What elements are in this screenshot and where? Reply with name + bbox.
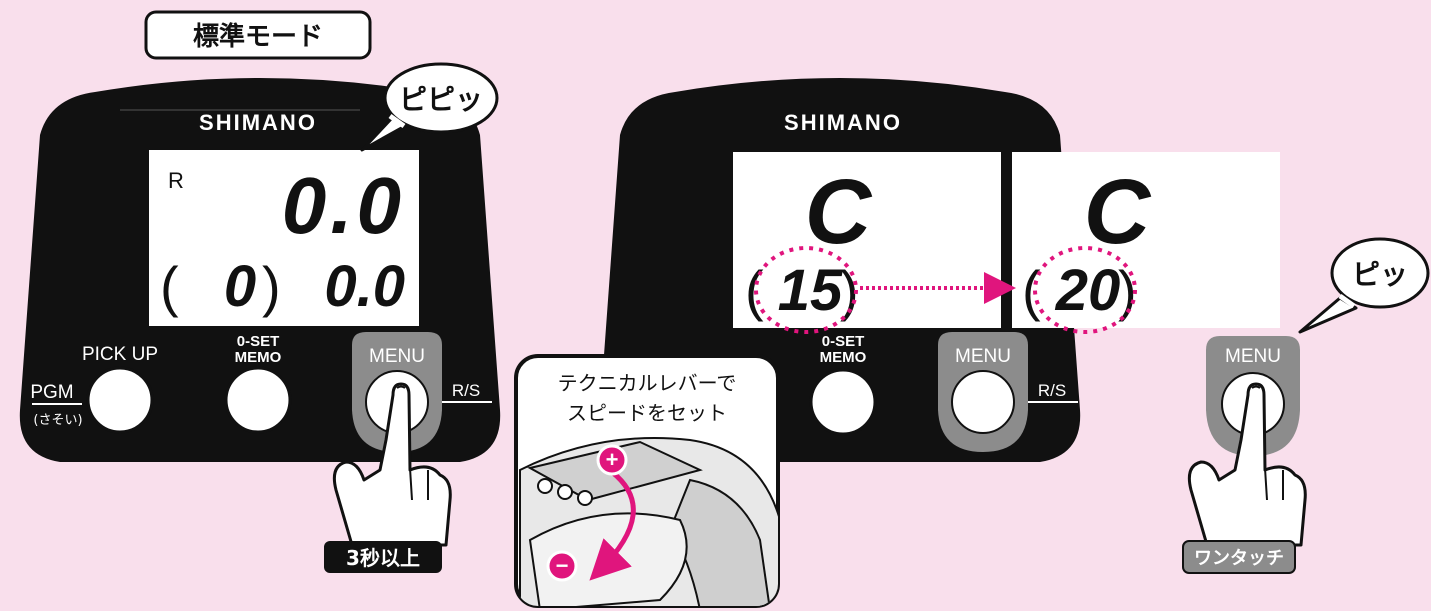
pick-up-label: PICK UP: [82, 344, 158, 365]
left-lcd-screen: [149, 150, 419, 326]
finger-right-icon: [1187, 382, 1307, 547]
oset-label-line2: MEMO: [235, 349, 282, 366]
lcd-before-letter: C: [805, 161, 873, 263]
menu-key-label-right: MENU: [955, 346, 1011, 367]
lcd-close-paren: ): [262, 255, 281, 318]
beep-long-bubble: ピピッ: [360, 62, 499, 152]
lever-caption-line1: テクニカルレバーで: [558, 371, 737, 395]
oset-memo-button-right[interactable]: [809, 368, 877, 436]
highlight-ring-before: [754, 246, 858, 334]
oset-memo-button[interactable]: [224, 366, 292, 434]
menu-key-label-left: MENU: [369, 346, 425, 367]
lcd-indicator: R: [168, 168, 184, 193]
right-lcd-screen-after: [1012, 152, 1280, 328]
minus-icon: [546, 550, 578, 582]
hold-3sec-label: 3秒以上: [346, 546, 420, 570]
brand-logo-right: SHIMANO: [784, 110, 902, 135]
mode-title-box: 標準モード: [144, 10, 372, 60]
lcd-after-letter: C: [1084, 161, 1152, 263]
lcd-paren-value: 0: [224, 254, 256, 319]
pgm-label: PGM: [30, 382, 73, 403]
lever-inset: テクニカルレバーで スピードをセット + −: [514, 354, 780, 608]
lever-caption-line2: スピードをセット: [567, 401, 727, 425]
lcd-after-open-paren: (: [1022, 259, 1041, 322]
lcd-before-value: 15: [778, 258, 843, 323]
oset-label-right-line2: MEMO: [820, 349, 867, 366]
lcd-after-value: 20: [1055, 258, 1121, 323]
rs-label-right: R/S: [1038, 381, 1066, 400]
lcd-main-value: 0.0: [282, 161, 405, 250]
minus-symbol: −: [556, 553, 569, 578]
plus-symbol: +: [606, 447, 619, 472]
left-device: SHIMANO R 0.0 ( 0 ) 0.0 PICK UP PGM (さそい…: [19, 78, 501, 462]
oset-label-right-line1: 0-SET: [822, 333, 865, 350]
lever-swing-arrow: [589, 470, 636, 581]
one-touch-label: ワンタッチ: [1194, 548, 1284, 569]
pgm-sub-label: (さそい): [33, 413, 82, 428]
pick-up-button[interactable]: [86, 366, 154, 434]
mode-title: 標準モード: [193, 21, 323, 52]
oset-label-line1: 0-SET: [237, 333, 280, 350]
beep-short-text: ピッ: [1352, 258, 1408, 291]
highlight-ring-after: [1033, 246, 1137, 334]
brand-logo-left: SHIMANO: [199, 110, 317, 135]
one-touch-badge: ワンタッチ: [1182, 540, 1296, 574]
finger-left-icon: [332, 382, 452, 547]
beep-short-bubble: ピッ: [1298, 237, 1430, 334]
right-lcd-screen-before: [733, 152, 1001, 328]
lcd-open-paren: (: [160, 255, 179, 318]
hold-3sec-badge: 3秒以上: [324, 541, 442, 573]
lcd-sub-value: 0.0: [324, 254, 405, 319]
beep-long-text: ピピッ: [399, 83, 483, 116]
rs-label-left: R/S: [452, 381, 480, 400]
lcd-before-open-paren: (: [745, 259, 764, 322]
plus-icon: [596, 444, 628, 476]
menu-key-label-solo: MENU: [1225, 346, 1281, 367]
menu-button-right[interactable]: [951, 370, 1015, 434]
